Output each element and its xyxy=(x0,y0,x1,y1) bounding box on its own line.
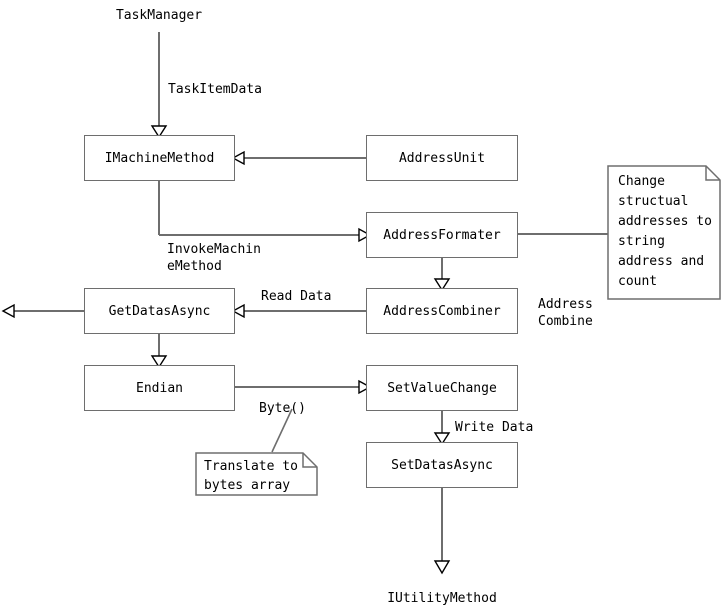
node-setvaluechange[interactable]: SetValueChange xyxy=(366,365,518,411)
edge-label-read-data: Read Data xyxy=(261,289,332,304)
edge-label-invoke-machine-method-line1: InvokeMachin xyxy=(167,242,261,257)
node-getdatasasync[interactable]: GetDatasAsync xyxy=(84,288,235,334)
node-label: SetDatasAsync xyxy=(391,457,493,473)
note-address-format: Change structual addresses to string add… xyxy=(608,166,720,299)
node-label: AddressCombiner xyxy=(383,303,501,319)
endpoint-label-iutilitymethod: IUtilityMethod xyxy=(387,591,497,606)
edge-label-byte: Byte() xyxy=(259,401,306,416)
endpoint-label-taskmanager: TaskManager xyxy=(115,8,203,23)
node-addressunit[interactable]: AddressUnit xyxy=(366,135,518,181)
node-label: AddressFormater xyxy=(383,227,501,243)
node-endian[interactable]: Endian xyxy=(84,365,235,411)
edge-label-invoke-machine-method-line2: eMethod xyxy=(167,259,222,274)
edge-label-task-item-data: TaskItemData xyxy=(168,82,262,97)
node-addressformater[interactable]: AddressFormater xyxy=(366,212,518,258)
free-label-address-combine-line1: Address xyxy=(538,297,593,312)
arrowhead-down-iutilitymethod xyxy=(433,560,451,575)
free-label-address-combine-line2: Combine xyxy=(538,314,593,329)
node-label: GetDatasAsync xyxy=(108,303,211,319)
node-label: SetValueChange xyxy=(387,380,497,396)
note-text: Change structual addresses to string add… xyxy=(618,174,712,289)
node-label: IMachineMethod xyxy=(104,150,215,166)
node-label: AddressUnit xyxy=(398,150,486,166)
node-setdatasasync[interactable]: SetDatasAsync xyxy=(366,442,518,488)
edge-label-write-data: Write Data xyxy=(455,420,534,435)
note-text: Translate to bytes array xyxy=(204,459,298,493)
arrowhead-left-external xyxy=(1,303,15,319)
node-addresscombiner[interactable]: AddressCombiner xyxy=(366,288,518,334)
node-label: Endian xyxy=(136,380,183,396)
node-imachinemethod[interactable]: IMachineMethod xyxy=(84,135,235,181)
note-translate-bytes: Translate to bytes array xyxy=(196,453,317,495)
